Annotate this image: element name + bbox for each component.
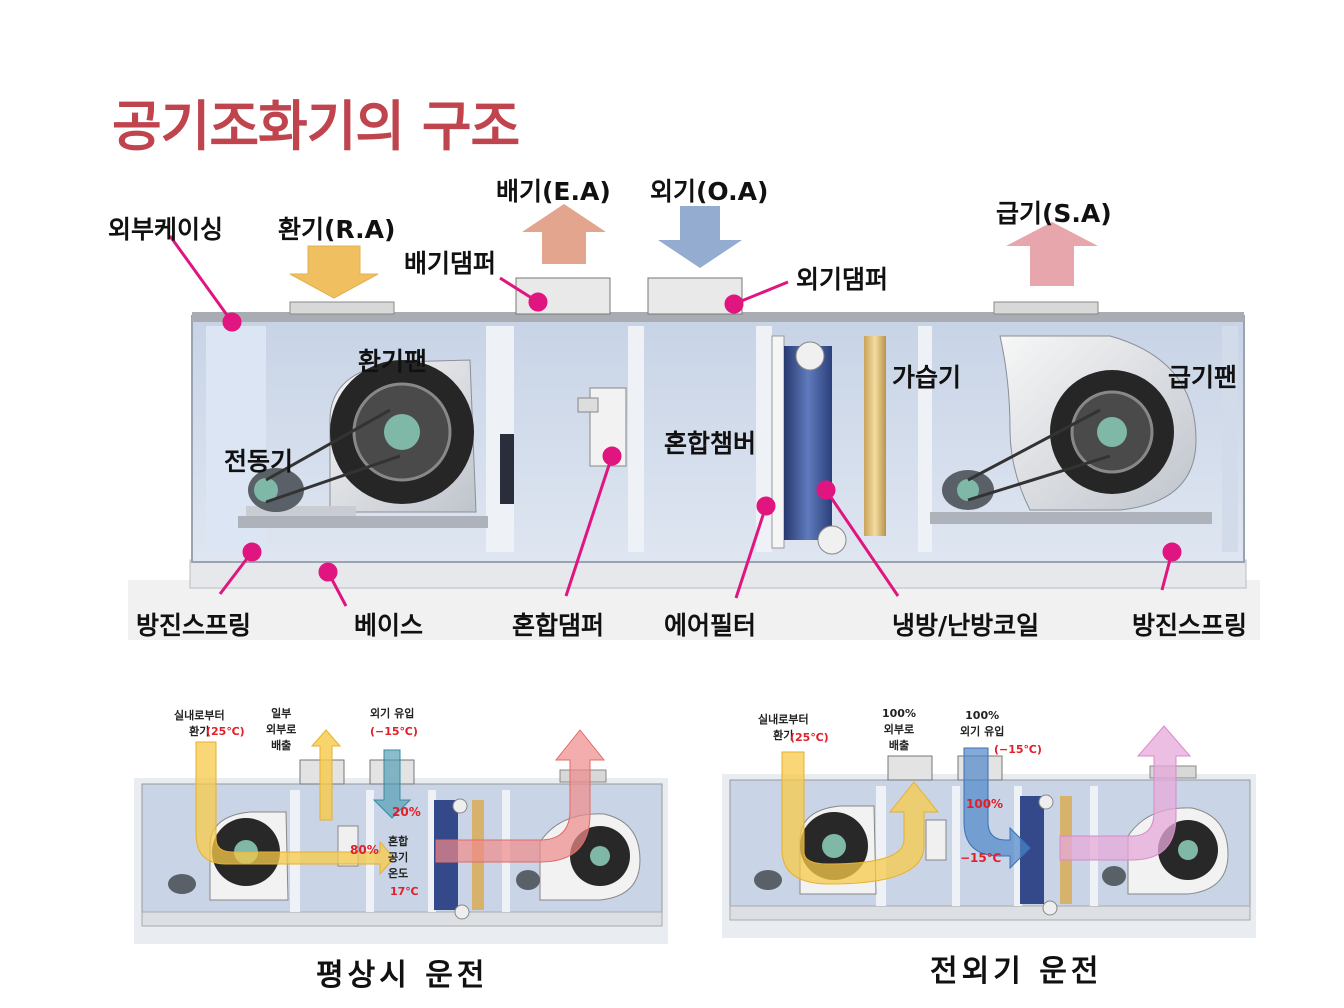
label-return-air: 환기(R.A) — [278, 215, 396, 244]
fulloa-op-caption: 전외기 운전 — [930, 954, 1103, 989]
normal-oa-label: 외기 유입 — [370, 707, 415, 720]
normal-op-caption: 평상시 운전 — [316, 958, 489, 993]
label-vib-spring-left: 방진스프링 — [136, 611, 252, 640]
label-exhaust-air: 배기(E.A) — [496, 177, 611, 206]
fulloa-oa-temp: (−15℃) — [994, 743, 1042, 756]
label-outside-air: 외기(O.A) — [650, 177, 769, 206]
label-humidifier: 가습기 — [892, 363, 962, 392]
fulloa-indoor-label: 실내로부터 환기 — [758, 713, 809, 742]
label-air-filter: 에어필터 — [664, 611, 757, 640]
normal-partial-exhaust-label: 일부 외부로 배출 — [266, 707, 297, 752]
fulloa-mix-temp: −15℃ — [960, 851, 1002, 865]
fulloa-pct-oa: 100% — [966, 797, 1004, 811]
label-mixing-damper: 혼합댐퍼 — [512, 611, 605, 640]
normal-indoor-label: 실내로부터 환기 — [174, 709, 225, 738]
normal-oa-temp: (−15℃) — [370, 725, 418, 738]
label-coil: 냉방/난방코일 — [892, 611, 1040, 640]
normal-mix-label: 혼합 공기 온도 — [388, 835, 409, 880]
label-vib-spring-right: 방진스프링 — [1132, 611, 1248, 640]
label-return-fan: 환기팬 — [358, 347, 428, 376]
page-title: 공기조화기의 구조 — [112, 95, 520, 158]
normal-mix-temp: 17℃ — [390, 885, 419, 898]
normal-pct-ra: 80% — [350, 843, 379, 857]
normal-pct-oa: 20% — [392, 805, 421, 819]
label-outside-damper: 외기댐퍼 — [796, 265, 889, 294]
normal-indoor-temp: (25℃) — [206, 725, 245, 738]
fulloa-oa-label: 100% 외기 유입 — [960, 709, 1005, 738]
return-air-arrow — [289, 245, 379, 299]
label-supply-fan: 급기팬 — [1168, 363, 1238, 392]
label-mixing-chamber: 혼합챔버 — [664, 429, 757, 458]
base-plate — [189, 559, 1247, 589]
fulloa-exhaust-label: 100% 외부로 배출 — [882, 707, 916, 752]
label-exhaust-damper: 배기댐퍼 — [404, 249, 497, 278]
supply-air-arrow — [1006, 222, 1098, 286]
fulloa-indoor-temp: (25℃) — [790, 731, 829, 744]
label-motor: 전동기 — [224, 447, 294, 476]
label-supply-air: 급기(S.A) — [996, 199, 1112, 228]
label-base: 베이스 — [354, 611, 424, 640]
exhaust-air-arrow — [522, 204, 606, 264]
label-outer-casing: 외부케이싱 — [108, 215, 224, 244]
outside-air-arrow — [658, 206, 742, 268]
